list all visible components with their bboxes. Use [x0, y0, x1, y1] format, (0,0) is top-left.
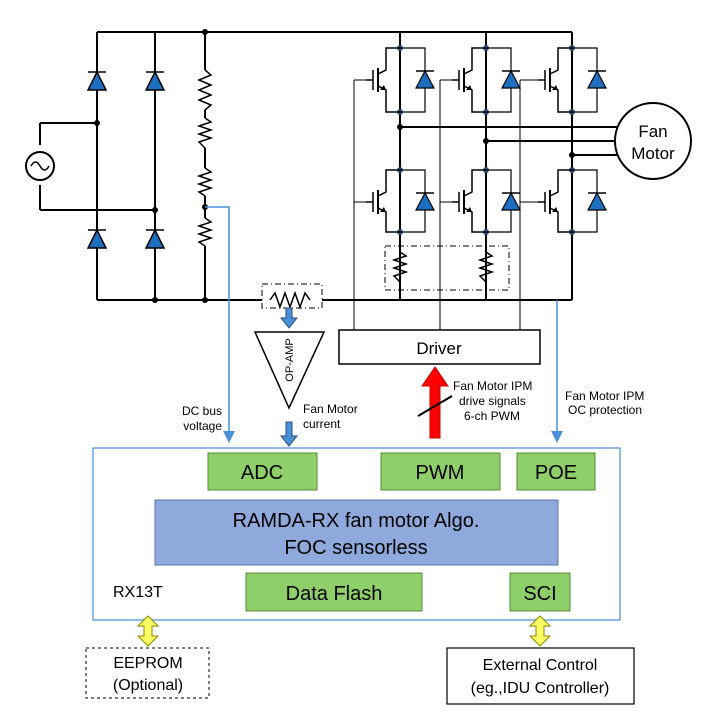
igbt-1-low-collector — [377, 169, 400, 197]
sci-label: SCI — [523, 583, 556, 605]
ipm-drive-label-1: Fan Motor IPM — [453, 379, 532, 393]
poe-block — [516, 452, 596, 491]
igbt-1-high-diode-top-lead — [400, 47, 426, 71]
igbt-3-low-collector — [549, 169, 572, 197]
igbt-1-low-emitter-arrow — [380, 207, 386, 212]
driver-block: Driver — [338, 329, 541, 365]
igbt-3-high-collector — [549, 47, 572, 75]
power-wiring — [39, 31, 620, 301]
mcu-name: RX13T — [113, 584, 163, 601]
igbt-3-low-diode-top-lead — [572, 169, 598, 193]
pwm-label: PWM — [416, 462, 465, 484]
external-label-1: External Control — [483, 657, 598, 674]
pwm-signal-arrow — [417, 366, 453, 439]
external-label-2: (eg.,IDU Controller) — [471, 680, 610, 697]
fan-current-label-2: current — [303, 417, 341, 431]
bus-shunt-resistor — [261, 283, 323, 310]
igbt-3-high-diode — [587, 69, 607, 89]
adc-block — [207, 452, 318, 491]
igbt-2-low-diode — [501, 191, 521, 211]
igbt-3-low-diode-bottom-lead — [572, 210, 598, 233]
data-flash-label: Data Flash — [286, 583, 383, 605]
igbt-1-low-diode — [415, 191, 435, 211]
igbt-1-high-collector — [377, 47, 400, 75]
adc-label: ADC — [241, 462, 283, 484]
fan-motor: Fan Motor — [614, 102, 692, 180]
mcu-rx13t: RX13T ADC PWM POE RAMDA-RX fan motor Alg… — [92, 447, 621, 621]
yellow-bidirectional-arrows — [136, 615, 552, 647]
rectifier-diodes — [86, 70, 166, 249]
annotations: DC bus voltage Fan Motor current Fan Mot… — [182, 379, 644, 433]
ipm-oc-label-1: Fan Motor IPM — [565, 389, 644, 403]
igbt-1-low-diode-top-lead — [400, 169, 426, 193]
signal-lines — [205, 206, 563, 443]
fan-current-label-1: Fan Motor — [303, 402, 358, 416]
ipm-drive-label-2: drive signals — [459, 394, 526, 408]
igbt-1-low-diode-bottom-lead — [400, 210, 426, 233]
eeprom-label-1: EEPROM — [113, 655, 182, 672]
motor-label-1: Fan — [638, 122, 667, 141]
poe-label: POE — [535, 462, 577, 484]
shunt-resistors — [384, 245, 510, 291]
current-sense-arrows — [279, 307, 299, 447]
igbt-2-low-collector — [463, 169, 486, 197]
igbt-2-low-emitter-arrow — [466, 207, 472, 212]
junction-dots — [94, 29, 575, 303]
motor-label-2: Motor — [631, 144, 675, 163]
igbt-1-high-diode-bottom-lead — [400, 88, 426, 113]
opamp-label: OP-AMP — [284, 338, 296, 381]
dc-bus-label-2: voltage — [183, 419, 222, 433]
algo-label-2: FOC sensorless — [284, 537, 427, 559]
ac-source-icon — [25, 145, 55, 185]
igbt-3-high-diode-top-lead — [572, 47, 598, 71]
igbt-2-low-diode-top-lead — [486, 169, 512, 193]
foc-algo-block — [154, 499, 559, 566]
igbt-2-high-diode — [501, 69, 521, 89]
gate-drive-wires — [353, 79, 538, 330]
igbt-2-high-emitter-arrow — [466, 85, 472, 90]
ipm-drive-label-3: 6-ch PWM — [464, 409, 520, 423]
igbt-1-high-emitter-arrow — [380, 85, 386, 90]
pwm-block — [380, 452, 501, 491]
igbt-1-high-diode — [415, 69, 435, 89]
igbt-3-low-emitter-arrow — [552, 207, 558, 212]
driver-label: Driver — [416, 339, 462, 358]
igbt-3-low-diode — [587, 191, 607, 211]
eeprom-block: EEPROM (Optional) — [85, 647, 210, 699]
igbt-3-high-diode-bottom-lead — [572, 88, 598, 113]
algo-label-1: RAMDA-RX fan motor Algo. — [233, 510, 480, 532]
igbt-3-high-emitter-arrow — [552, 85, 558, 90]
igbt-2-high-diode-bottom-lead — [486, 88, 512, 113]
dc-bus-label-1: DC bus — [182, 404, 222, 418]
ipm-oc-label-2: OC protection — [568, 403, 642, 417]
sci-block — [509, 572, 571, 612]
external-control-block: External Control (eg.,IDU Controller) — [446, 647, 635, 705]
eeprom-label-2: (Optional) — [113, 677, 183, 694]
voltage-divider-resistors — [196, 69, 214, 247]
igbt-2-high-diode-top-lead — [486, 47, 512, 71]
igbt-2-high-collector — [463, 47, 486, 75]
inverter-igbts — [366, 47, 607, 233]
igbt-2-low-diode-bottom-lead — [486, 210, 512, 233]
data-flash-block — [245, 572, 423, 612]
op-amp: OP-AMP — [253, 331, 326, 410]
